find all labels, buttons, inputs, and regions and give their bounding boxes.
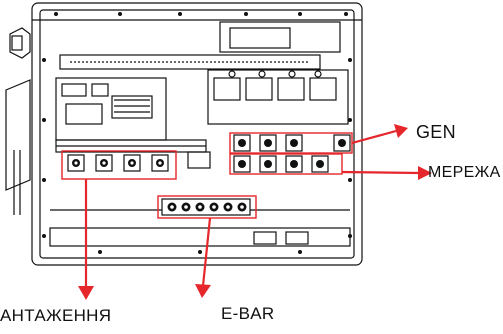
- inverter-housing: [5, 2, 363, 266]
- e-bar-label: E-BAR: [221, 304, 275, 323]
- gen-arrow-line: [351, 129, 397, 145]
- gen-arrow-head: [394, 124, 408, 138]
- gen-label: GEN: [416, 122, 456, 142]
- grid-terminal-block: [229, 153, 343, 175]
- grid-arrow-head: [418, 166, 432, 180]
- load-terminal-block: [61, 150, 177, 180]
- callout-arrows: [78, 124, 432, 300]
- e-bar-arrow-line: [201, 217, 212, 287]
- grid-label: МЕРЕЖА: [428, 164, 501, 181]
- load-arrow-head: [78, 286, 94, 300]
- gen-terminal-block: [229, 132, 353, 154]
- load-label: АНТАЖЕННЯ: [0, 306, 112, 325]
- grid-arrow-line: [341, 170, 421, 175]
- e-bar-block: [157, 195, 257, 219]
- housing-screws: [42, 12, 352, 254]
- e-bar-arrow-head: [195, 284, 211, 298]
